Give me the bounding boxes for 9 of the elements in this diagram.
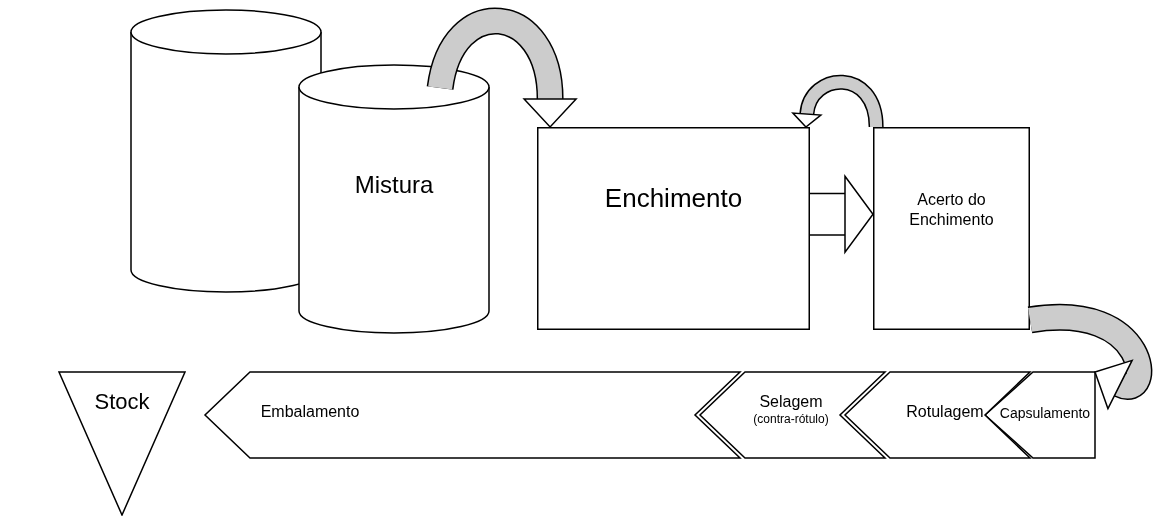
- node-label: Enchimento: [604, 182, 743, 215]
- node-label: Acerto do Enchimento: [908, 190, 995, 230]
- node-label: Stock: [94, 388, 150, 416]
- node-label: Embalamento: [260, 402, 360, 422]
- node-label: Mistura: [354, 170, 434, 200]
- node-label: Selagem: [759, 392, 823, 412]
- node-label: Capsulamento: [999, 405, 1091, 423]
- node-label: Rotulagem: [906, 402, 984, 422]
- node-label: (contra-rótulo): [753, 412, 829, 427]
